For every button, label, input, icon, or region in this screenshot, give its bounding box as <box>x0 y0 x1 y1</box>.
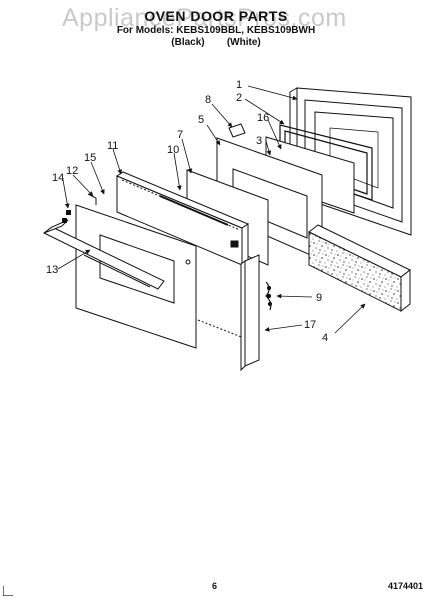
callout-11: 11 <box>107 140 118 152</box>
callout-8: 8 <box>205 94 211 106</box>
callout-9: 9 <box>316 292 322 304</box>
callout-15: 15 <box>84 152 96 164</box>
callout-1: 1 <box>236 79 242 91</box>
clip <box>228 123 246 138</box>
callout-2: 2 <box>236 92 242 104</box>
callout-17: 17 <box>304 319 316 331</box>
callout-4: 4 <box>322 332 328 344</box>
callout-10: 10 <box>167 144 179 156</box>
door-handle <box>43 219 165 290</box>
hinge-bracket <box>265 281 273 311</box>
page-number: 6 <box>212 581 218 591</box>
callout-3: 3 <box>256 135 262 147</box>
side-trim <box>240 254 260 372</box>
model-numbers: For Models: KEBS109BBL, KEBS109BWH <box>116 25 316 36</box>
watermark: AppliancePartsPros.com <box>62 4 347 32</box>
callout-14: 14 <box>52 172 64 184</box>
insulation <box>308 224 411 313</box>
document-number: 4174401 <box>388 581 424 591</box>
callout-12: 12 <box>66 165 78 177</box>
color-variants: (Black) (White) <box>171 37 261 48</box>
callout-5: 5 <box>198 114 204 126</box>
end-cap <box>87 193 97 205</box>
handle-screws <box>62 210 71 223</box>
callout-numbers: 1 2 3 4 5 7 8 9 10 11 12 13 14 15 16 17 <box>46 79 328 344</box>
callout-7: 7 <box>177 129 183 141</box>
diagram-title: OVEN DOOR PARTS <box>144 8 288 24</box>
callout-13: 13 <box>46 264 58 276</box>
corner-registration-mark <box>3 586 13 596</box>
leader-lines <box>57 85 366 334</box>
callout-16: 16 <box>257 112 269 124</box>
